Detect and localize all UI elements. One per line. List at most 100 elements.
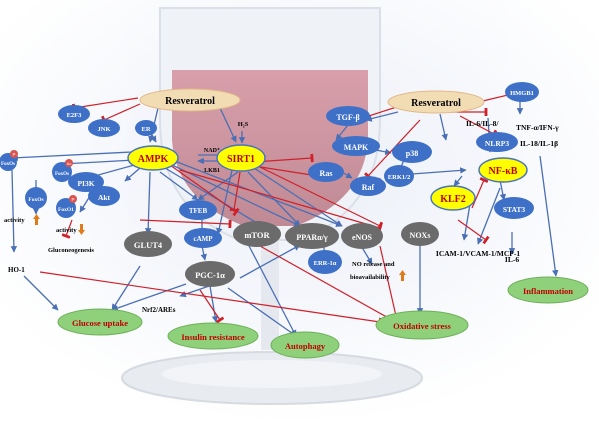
- il18-il1b-label: IL-18/IL-1β: [520, 139, 558, 148]
- glucose-uptake-outcome: Glucose uptake: [57, 308, 143, 336]
- raf-node: Raf: [350, 176, 386, 196]
- e2f3-label: E2F3: [67, 112, 83, 119]
- klf2-node: KLF2: [430, 185, 476, 211]
- acetyl-badge: [65, 159, 73, 167]
- up-arrow-icon: [399, 270, 406, 281]
- autophagy-label: Autophagy: [285, 341, 326, 351]
- foxos-ac-node: FoxOs Ac: [52, 159, 73, 182]
- noxs-node: NOXs: [401, 222, 439, 246]
- pgc1a-label: PGC-1α: [195, 270, 225, 280]
- foxos-a-node: FoxOs: [25, 187, 47, 209]
- p38-label: p38: [406, 149, 418, 158]
- insulin-resistance-outcome: Insulin resistance: [167, 322, 259, 350]
- phospho-badge-label: P: [12, 152, 15, 157]
- nfkb-node: NF-κB: [478, 157, 528, 183]
- pgc1a-node: PGC-1α: [185, 261, 235, 287]
- raf-label: Raf: [362, 183, 375, 192]
- ras-node: Ras: [308, 162, 344, 182]
- resveratrol-right-label: Resveratrol: [411, 98, 461, 109]
- resveratrol-left-node: Resveratrol: [139, 88, 241, 112]
- bioavailability-label: bioavailability: [350, 274, 390, 281]
- nfkb-label: NF-κB: [489, 166, 518, 177]
- foxos-p-label: FoxOs: [1, 162, 15, 167]
- err1a-label: ERR-1α: [314, 260, 337, 267]
- ppar-label: PPARα/γ: [296, 233, 327, 242]
- inflammation-outcome: Inflammation: [507, 276, 589, 304]
- enos-node: eNOS: [341, 223, 383, 249]
- foxo1-node: FoxO1 P: [56, 195, 77, 218]
- akt-label: Akt: [98, 193, 111, 202]
- ampk-node: AMPK: [127, 145, 179, 171]
- phospho-badge-2: [69, 195, 77, 203]
- foxos-ac-label: FoxOs: [55, 172, 69, 177]
- il6-il8-label: IL-6/IL-8/: [466, 119, 499, 128]
- hmgb1-label: HMGB1: [510, 90, 534, 97]
- nrf2-label: Nrf2/AREs: [142, 306, 176, 314]
- camp-node: cAMP: [184, 228, 222, 248]
- tnf-ifn-label: TNF-α/IFN-γ: [516, 123, 559, 132]
- e2f3-node: E2F3: [58, 105, 90, 123]
- p38-node: p38: [392, 141, 432, 163]
- ampk-label: AMPK: [138, 154, 169, 165]
- erk12-node: ERK1/2: [384, 165, 414, 187]
- h2s-label: H₂S: [238, 121, 249, 128]
- ppar-node: PPARα/γ: [285, 223, 339, 249]
- mapk-label: MAPK: [344, 143, 369, 152]
- acetyl-badge-label: Ac: [67, 161, 72, 166]
- activity-label-2: activity: [56, 227, 77, 234]
- tfeb-label: TFEB: [189, 207, 208, 215]
- akt-node: Akt: [88, 186, 120, 206]
- foxos-a-label: FoxOs: [28, 197, 43, 203]
- stat3-label: STAT3: [503, 205, 525, 214]
- sirt1-label: SIRT1: [227, 154, 255, 165]
- err1a-node: ERR-1α: [308, 250, 342, 274]
- enos-label: eNOS: [352, 233, 373, 242]
- jnk-node: JNK: [88, 119, 120, 137]
- oxidative-stress-outcome: Oxidative stress: [375, 310, 469, 340]
- ras-label: Ras: [320, 169, 333, 178]
- down-arrow-icon: [78, 224, 85, 235]
- tgf-beta-node: TGF-β: [326, 106, 370, 126]
- phospho-badge-2-label: P: [71, 197, 74, 202]
- il6-label: IL-6: [505, 255, 519, 264]
- glucose-uptake-label: Glucose uptake: [72, 318, 128, 328]
- hmgb1-node: HMGB1: [505, 82, 539, 102]
- oxidative-stress-label: Oxidative stress: [393, 321, 451, 331]
- activity-label-1: activity: [4, 217, 25, 224]
- pi3k-node: PI3K: [68, 172, 104, 192]
- mtor-node: mTOR: [233, 221, 281, 247]
- nad-label: NAD⁺: [204, 147, 220, 154]
- free-labels: H₂S NAD⁺ LKB1 IL-6/IL-8/ IL-18/IL-1β IL-…: [4, 119, 558, 314]
- nlrp3-label: NLRP3: [485, 139, 509, 148]
- cytokine-labels: TNF-α/IFN-γ: [516, 123, 559, 132]
- insulin-resistance-label: Insulin resistance: [181, 332, 245, 342]
- phospho-badge: [10, 150, 18, 158]
- nlrp3-node: NLRP3: [476, 132, 518, 152]
- autophagy-outcome: Autophagy: [270, 331, 340, 359]
- klf2-label: KLF2: [440, 194, 466, 205]
- sirt1-node: SIRT1: [216, 144, 266, 172]
- tgf-beta-label: TGF-β: [336, 113, 359, 122]
- stat3-node: STAT3: [494, 197, 534, 219]
- ho1-label: HO-1: [8, 266, 25, 274]
- inflammation-label: Inflammation: [523, 286, 573, 296]
- noxs-label: NOXs: [410, 231, 431, 240]
- camp-label: cAMP: [193, 235, 213, 243]
- lkb1-label: LKB1: [204, 168, 220, 174]
- jnk-label: JNK: [98, 126, 111, 133]
- pi3k-label: PI3K: [77, 179, 94, 188]
- up-arrow-icon: [33, 214, 40, 225]
- mapk-node: MAPK: [332, 136, 380, 156]
- glut4-node: GLUT4: [124, 231, 172, 257]
- no-release-label: NO release and: [352, 261, 395, 268]
- resveratrol-right-node: Resveratrol: [387, 90, 485, 114]
- activation-arrows: [10, 100, 559, 337]
- gluconeogenesis-label: Gluconeogenesis: [48, 247, 94, 254]
- tfeb-node: TFEB: [179, 200, 217, 220]
- er-label: ER: [141, 126, 150, 133]
- icam-label: ICAM-1/VCAM-1/MCP-1: [436, 249, 520, 258]
- foxo1-label: FoxO1: [58, 207, 74, 213]
- glut4-label: GLUT4: [134, 240, 163, 250]
